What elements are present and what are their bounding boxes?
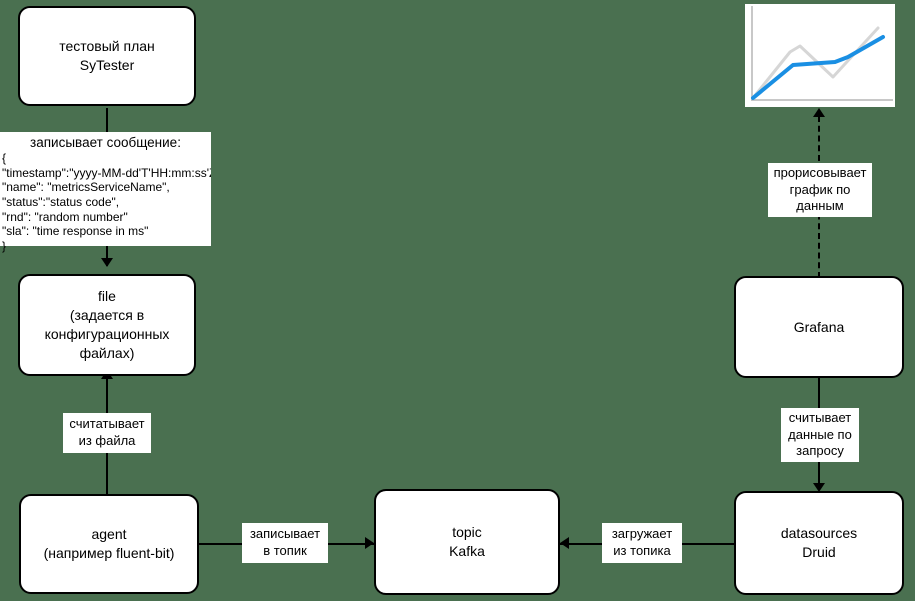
chart-series-secondary bbox=[751, 26, 880, 100]
node-grafana[interactable]: Grafana bbox=[734, 276, 904, 378]
node-file-line4: файлах) bbox=[79, 344, 135, 361]
edge-label-writes-to-topic: записывает в топик bbox=[242, 523, 328, 563]
edge-label-reads-from-file: считатывает из файла bbox=[63, 413, 151, 453]
edge-label-reads-from-file-line1: считатывает bbox=[69, 416, 145, 432]
edge-label-reads-data-by-query: считывает данные по запросу bbox=[781, 408, 859, 462]
arrowhead-into-topic-from-datasources bbox=[560, 537, 569, 549]
edge-label-writes-to-topic-line1: записывает bbox=[249, 526, 321, 542]
node-file-line2: (задается в bbox=[69, 307, 145, 324]
node-file-line1: file bbox=[98, 288, 116, 305]
node-test-plan-line2: SyTester bbox=[79, 57, 135, 73]
edge-label-loads-from-topic: загружает из топика bbox=[602, 523, 682, 563]
node-file[interactable]: file (задается в конфигурационных файлах… bbox=[18, 274, 196, 376]
node-agent-line1: agent bbox=[91, 526, 127, 543]
edge-label-draws-graph: прорисовывает график по данным bbox=[768, 163, 872, 217]
node-topic-kafka[interactable]: topic Kafka bbox=[374, 489, 560, 595]
chart-svg bbox=[751, 6, 893, 101]
edge-label-reads-data-by-query-line3: запросу bbox=[796, 443, 844, 459]
node-topic-line1: topic bbox=[452, 524, 482, 541]
edge-label-reads-from-file-line2: из файла bbox=[78, 433, 136, 448]
edge-label-draws-graph-line2: график по bbox=[789, 181, 851, 197]
arrowhead-into-datasources bbox=[813, 483, 825, 492]
node-agent[interactable]: agent (например fluent-bit) bbox=[19, 494, 199, 594]
node-datasources-line2: Druid bbox=[802, 544, 836, 560]
edge-label-reads-data-by-query-line1: считывает bbox=[788, 409, 852, 425]
edge-label-loads-from-topic-line2: из топика bbox=[613, 543, 671, 558]
note-title: записывает сообщение: bbox=[30, 135, 181, 150]
note-body: { "timestamp":"yyyy-MM-dd'T'HH:mm:ss'Z'"… bbox=[2, 151, 211, 253]
grafana-chart-thumbnail bbox=[745, 4, 895, 107]
edge-label-writes-to-topic-line2: в топик bbox=[263, 543, 307, 558]
node-test-plan-line1: тестовый план bbox=[59, 38, 155, 55]
edge-label-reads-data-by-query-line2: данные по bbox=[788, 426, 852, 442]
arrowhead-into-topic-from-agent bbox=[365, 537, 374, 549]
edge-label-draws-graph-line3: данным bbox=[796, 198, 844, 214]
node-file-line3: конфигурационных bbox=[44, 326, 170, 342]
edge-label-loads-from-topic-line1: загружает bbox=[611, 526, 673, 542]
node-datasources-line1: datasources bbox=[780, 525, 858, 542]
note-message-payload: записывает сообщение: { "timestamp":"yyy… bbox=[0, 132, 211, 253]
node-test-plan[interactable]: тестовый план SyTester bbox=[18, 6, 196, 106]
chart-series-primary bbox=[751, 35, 885, 100]
arrowhead-into-chart bbox=[813, 108, 825, 117]
node-grafana-line1: Grafana bbox=[793, 318, 845, 335]
node-agent-line2: (например fluent-bit) bbox=[43, 545, 175, 561]
node-topic-line2: Kafka bbox=[449, 543, 485, 559]
edge-label-draws-graph-line1: прорисовывает bbox=[773, 164, 867, 180]
arrowhead-into-file bbox=[101, 258, 113, 267]
node-datasources-druid[interactable]: datasources Druid bbox=[734, 491, 904, 595]
